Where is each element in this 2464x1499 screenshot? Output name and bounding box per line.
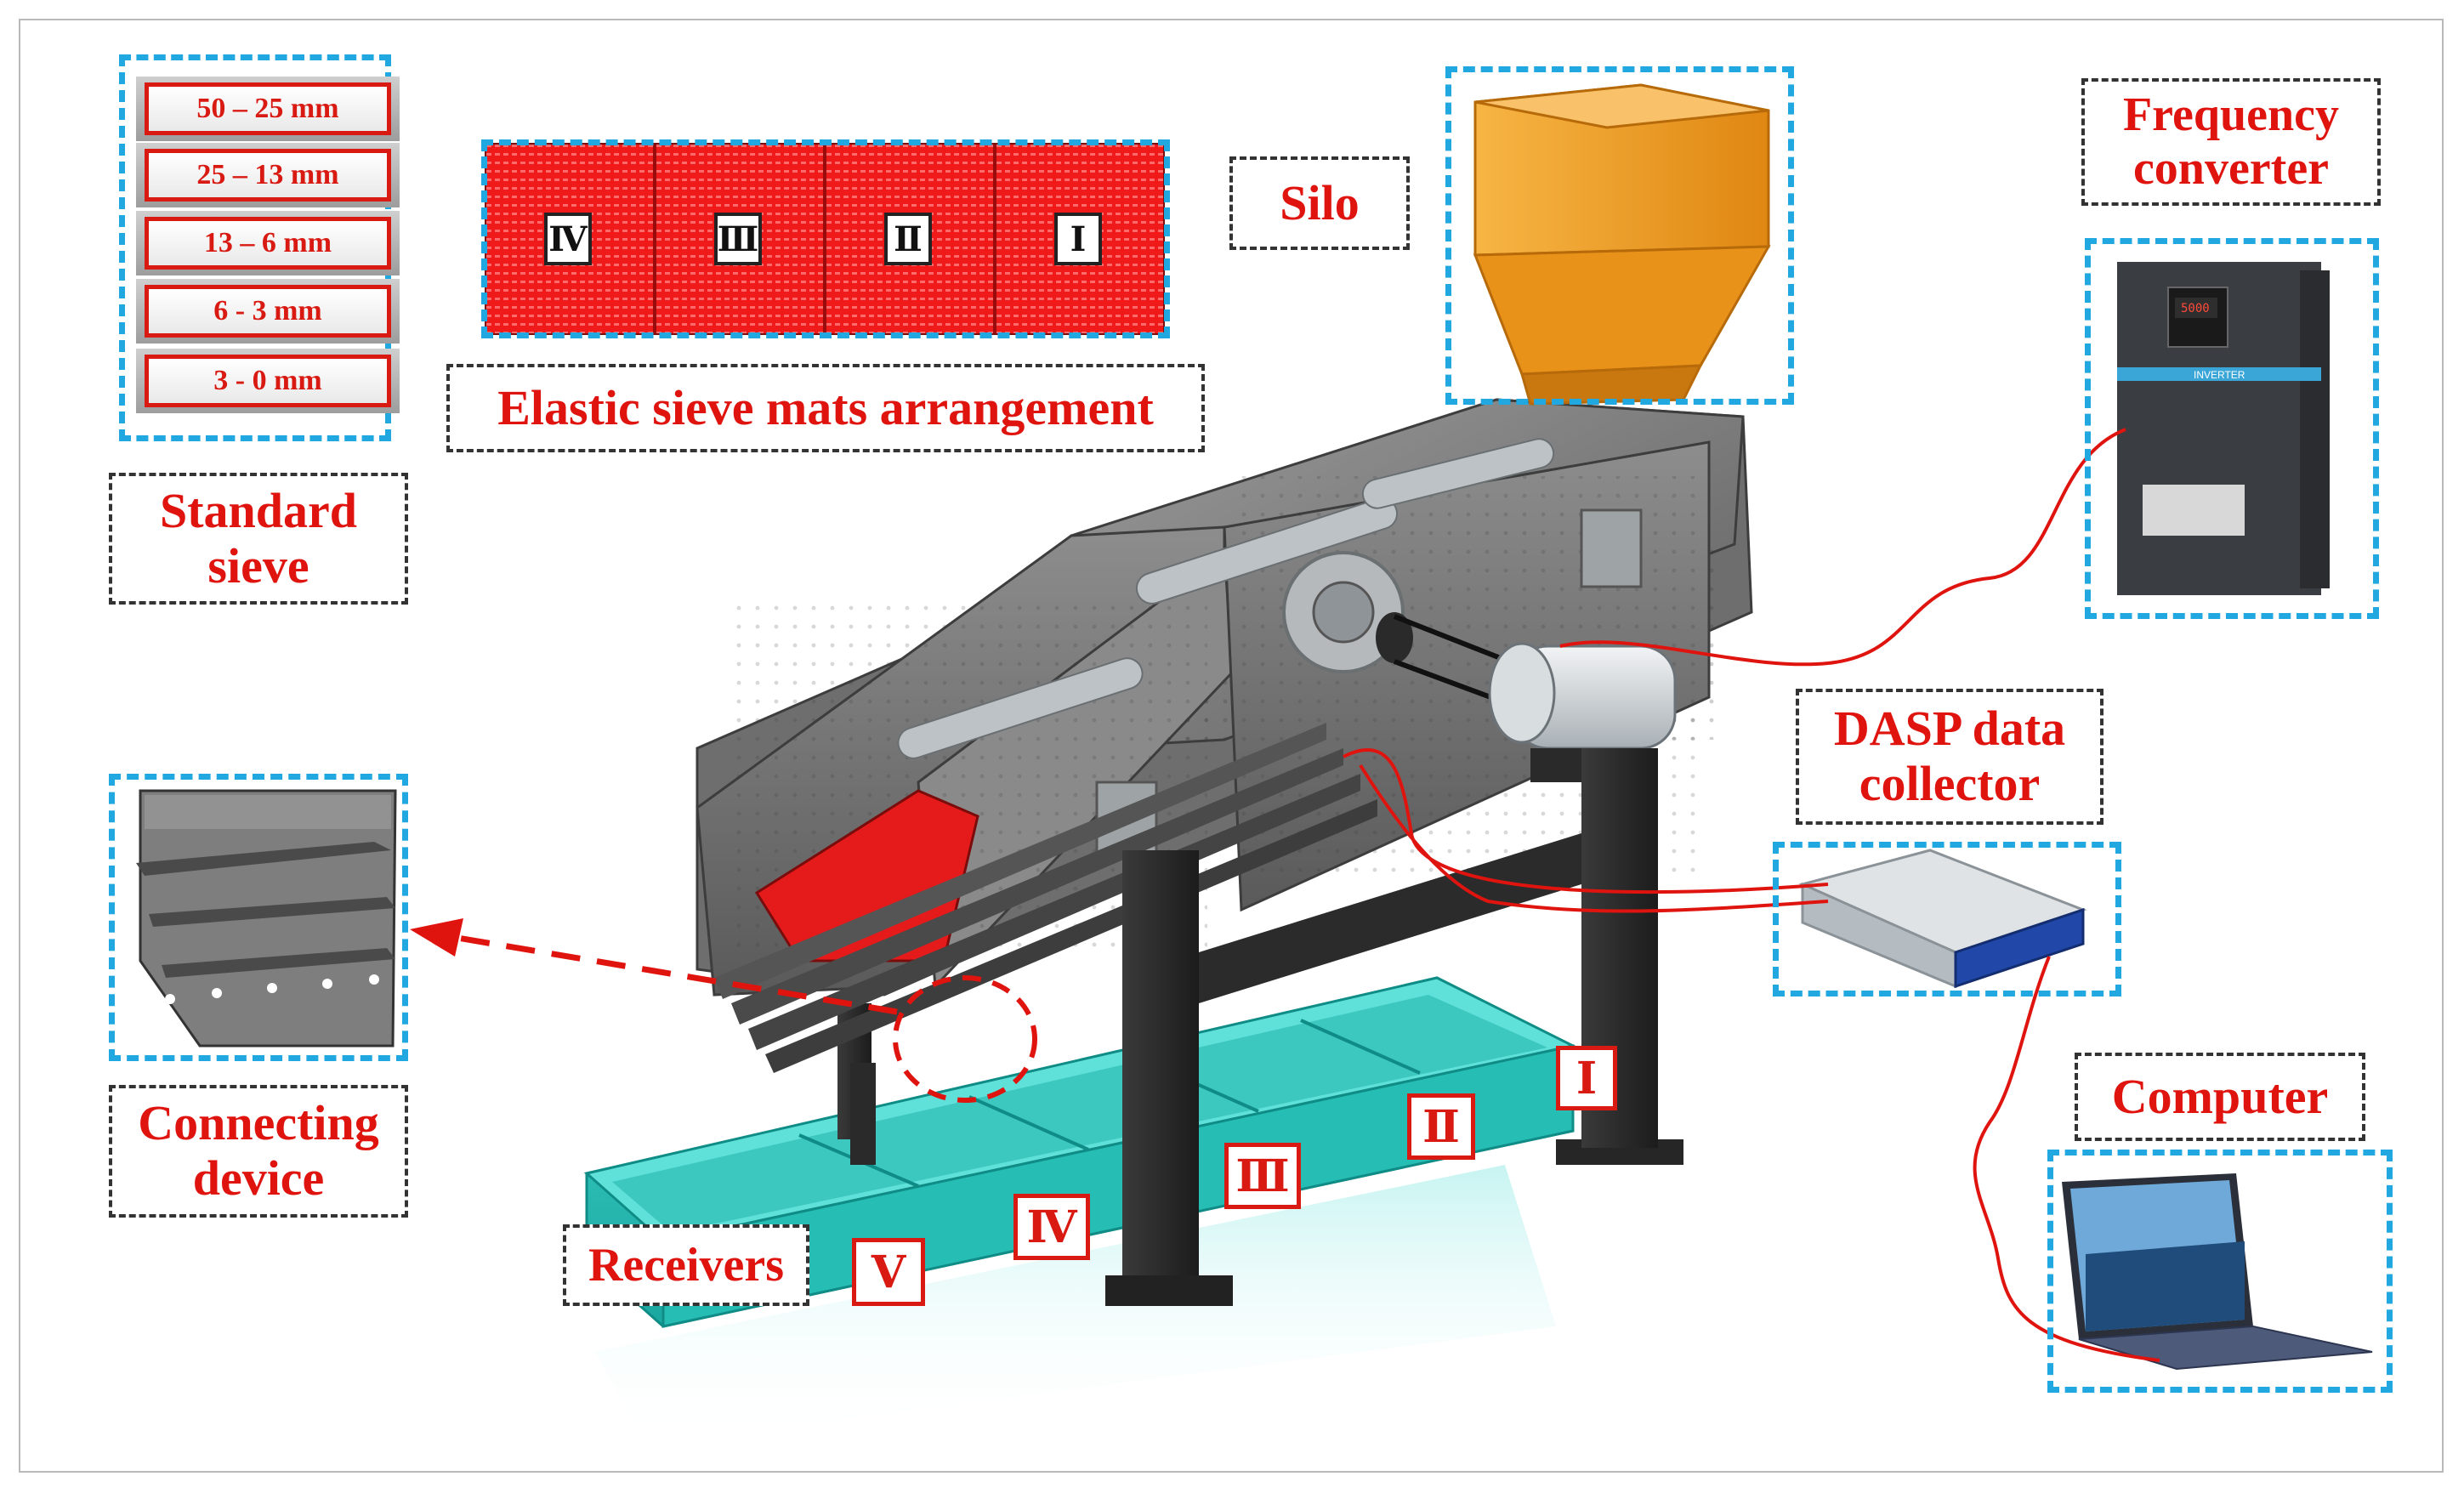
cable-dasp-laptop: [1973, 956, 2160, 1362]
mat-section-tag: Ⅱ: [884, 213, 932, 265]
motor: [1488, 642, 1677, 782]
support-legs: [850, 748, 1658, 1306]
sieve-size-label: 25 – 13 mm: [145, 149, 391, 202]
receiver-tag-4: Ⅳ: [1013, 1194, 1090, 1260]
sieve-size-label: 3 - 0 mm: [145, 355, 391, 407]
silo-label: Silo: [1229, 156, 1410, 250]
computer-label: Computer: [2075, 1053, 2365, 1141]
elastic-mats-box: [481, 139, 1170, 338]
inverter-display: 5000: [2181, 302, 2210, 315]
frequency-converter-box: [2085, 238, 2379, 619]
inverter-text: INVERTER: [2194, 369, 2245, 381]
silo-box: [1445, 66, 1794, 405]
cable-sensor2-dasp: [1359, 764, 1829, 913]
mat-section-tag: Ⅰ: [1054, 213, 1102, 265]
receiver-tag-3: Ⅲ: [1224, 1143, 1301, 1209]
outer-frame: [19, 19, 2444, 1473]
receivers-label: Receivers: [563, 1224, 809, 1306]
receiver-tag-1: Ⅰ: [1556, 1046, 1617, 1110]
elastic-mats-label: Elastic sieve mats arrangement: [446, 364, 1205, 452]
mat-section-tag: Ⅳ: [544, 213, 592, 265]
connecting-device-detail: [136, 789, 397, 1048]
receivers-shadow: [595, 1165, 1556, 1445]
computer-box: [2047, 1150, 2393, 1393]
silo: [1473, 83, 1771, 406]
receiver-tag-5: Ⅴ: [852, 1238, 925, 1306]
dasp-box: [1773, 842, 2121, 996]
cable-motor-converter: [1559, 428, 2126, 667]
mat-section-tag: Ⅲ: [714, 213, 762, 265]
elastic-mats-panel: [485, 143, 1165, 335]
sieve-size-label: 50 – 25 mm: [145, 82, 391, 135]
dasp-device: [1798, 849, 2087, 989]
connecting-device-box: [109, 774, 408, 1061]
sieve-size-label: 13 – 6 mm: [145, 217, 391, 270]
receiver-tag-2: Ⅱ: [1407, 1093, 1475, 1160]
laptop: [2062, 1173, 2373, 1371]
connecting-device-arrow: [441, 932, 898, 1015]
sieve-size-label: 6 - 3 mm: [145, 285, 391, 338]
screen-body: [695, 398, 1753, 1073]
connecting-device-highlight: [893, 975, 1037, 1103]
frequency-converter-cabinet: [2117, 262, 2330, 595]
